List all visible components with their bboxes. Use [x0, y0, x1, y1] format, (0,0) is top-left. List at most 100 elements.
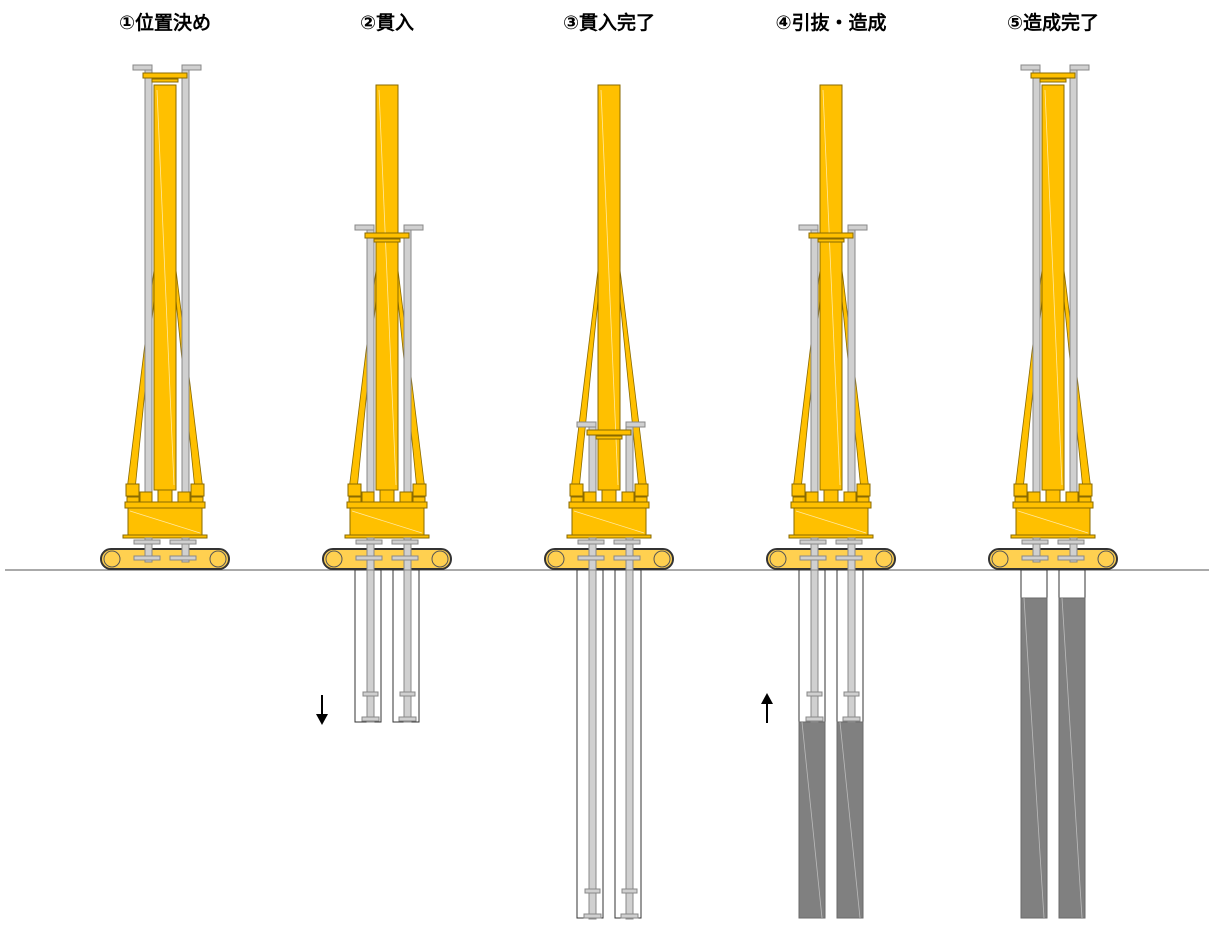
base-block: [1078, 483, 1093, 497]
rod-hook: [798, 224, 819, 231]
machine-plate: [1010, 534, 1096, 539]
highlight: [156, 89, 175, 486]
rod-hook: [354, 224, 375, 231]
casing-rod-lower: [1069, 537, 1078, 563]
base-block: [634, 496, 648, 503]
base-platform: [346, 501, 428, 509]
up-arrow-icon-head: [761, 693, 773, 704]
rod-hook: [625, 421, 646, 428]
base-block: [1014, 496, 1028, 503]
rod-hook: [1069, 64, 1090, 71]
rod-joint: [621, 888, 638, 894]
machine-body: [349, 507, 425, 536]
guide-plate: [1057, 555, 1085, 561]
stage-title-5: ⑤造成完了: [1006, 12, 1100, 34]
base-block: [177, 491, 191, 503]
casing-rod-lower: [366, 537, 375, 571]
base-block: [601, 489, 617, 503]
casing-rod: [366, 229, 375, 723]
stage-title-4: ④引抜・造成: [775, 12, 887, 34]
rod-shoe: [842, 716, 861, 722]
base-block: [348, 496, 362, 503]
casing-rod-lower: [588, 537, 597, 571]
mast: [1041, 84, 1065, 491]
crawler-wheel: [547, 550, 565, 568]
rod-head-plate: [1039, 78, 1067, 83]
casing-rod-lower: [403, 537, 412, 571]
guide-plate: [799, 539, 827, 545]
rod-head-cap: [1030, 72, 1076, 79]
highlight: [129, 510, 201, 534]
guide-plate: [355, 539, 383, 545]
rod-head-cap: [364, 232, 410, 239]
base-block: [347, 483, 362, 497]
guide-plate: [1021, 539, 1049, 545]
base-platform: [1012, 501, 1094, 509]
crawler-wheel: [431, 550, 449, 568]
crawler: [322, 548, 452, 570]
base-platform: [790, 501, 872, 509]
highlight: [1017, 510, 1089, 534]
rod-joint: [362, 691, 379, 697]
base-block: [805, 491, 819, 503]
casing-rod: [181, 69, 190, 563]
base-block: [379, 489, 395, 503]
base-block: [856, 496, 870, 503]
casing-rod: [403, 229, 412, 723]
base-block: [190, 483, 205, 497]
highlight: [822, 89, 841, 486]
crawler-wheel: [1097, 550, 1115, 568]
crawler-wheel: [769, 550, 787, 568]
base-block: [570, 496, 584, 503]
rod-shoe: [583, 913, 602, 919]
guide-plate: [391, 539, 419, 545]
crawler-wheel: [103, 550, 121, 568]
stage-4-rig: [761, 84, 896, 919]
casing-rod-lower: [847, 537, 856, 571]
base-block: [1013, 483, 1028, 497]
guide-plate: [835, 555, 863, 561]
crawler-wheel: [875, 550, 893, 568]
base-block: [634, 483, 649, 497]
base-block: [157, 489, 173, 503]
machine-body: [571, 507, 647, 536]
base-block: [621, 491, 635, 503]
base-platform: [124, 501, 206, 509]
guide-plate: [1057, 539, 1085, 545]
base-platform: [568, 501, 650, 509]
improved-soil-column: [1020, 597, 1048, 919]
highlight: [573, 510, 645, 534]
rod-head-plate: [151, 78, 179, 83]
rod-hook: [847, 224, 868, 231]
base-block: [399, 491, 413, 503]
machine-plate: [788, 534, 874, 539]
down-arrow-icon-head: [316, 714, 328, 725]
base-block: [1027, 491, 1041, 503]
machine-body: [793, 507, 869, 536]
guide-plate: [169, 539, 197, 545]
rod-hook: [576, 421, 597, 428]
guide-plate: [613, 539, 641, 545]
guide-plate: [577, 539, 605, 545]
highlight: [351, 510, 423, 534]
stage-2-rig: [316, 84, 452, 725]
crawler-wheel: [209, 550, 227, 568]
rod-hook: [1020, 64, 1041, 71]
machine-body: [1015, 507, 1091, 536]
guide-plate: [613, 555, 641, 561]
casing-rod-lower: [810, 537, 819, 571]
base-block: [126, 496, 140, 503]
casing-rod: [144, 69, 153, 563]
base-block: [856, 483, 871, 497]
crawler: [766, 548, 896, 570]
guide-plate: [391, 555, 419, 561]
base-block: [823, 489, 839, 503]
guide-plate: [169, 555, 197, 561]
crawler: [544, 548, 674, 570]
casing-rod-lower: [144, 537, 153, 563]
highlight: [600, 89, 619, 486]
casing-rod: [847, 229, 856, 723]
highlight: [839, 721, 861, 919]
guide-plate: [577, 555, 605, 561]
casing-rod: [810, 229, 819, 723]
